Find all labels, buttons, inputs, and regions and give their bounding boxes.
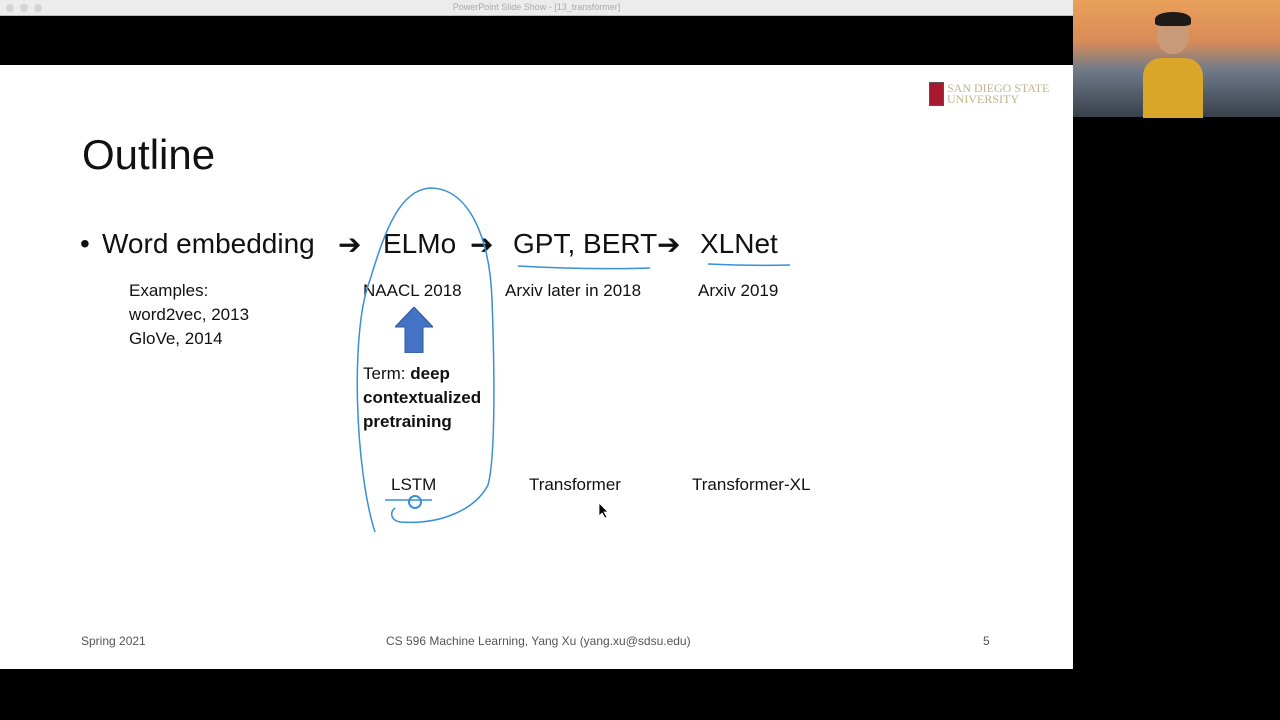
bullet: • [80,228,90,259]
close-button[interactable] [6,4,14,12]
chain-elmo: ELMo [383,228,457,259]
examples-label: Examples: [129,281,209,300]
chain-gpt-bert: GPT, BERT [513,228,658,259]
term-deep: deep [410,364,450,383]
term-pretraining: pretraining [363,412,452,431]
chain-xlnet: XLNet [700,228,778,259]
term-label: Term: [363,364,411,383]
venue-xlnet: Arxiv 2019 [698,281,779,300]
mouse-cursor-icon [598,502,609,519]
arch-transformer: Transformer [529,475,621,494]
arrow-icon: ➔ [470,229,494,260]
term-text: Term: deep contextualized pretraining [363,362,481,434]
arrow-icon: ➔ [657,229,681,260]
webcam-video [1073,0,1280,118]
annotation-underline-gpt-bert [517,265,651,270]
minimize-button[interactable] [20,4,28,12]
footer-course: CS 596 Machine Learning, Yang Xu (yang.x… [386,634,691,648]
annotation-underline-xlnet [707,263,791,267]
example-glove: GloVe, 2014 [129,329,223,348]
venue-elmo: NAACL 2018 [363,281,462,300]
zoom-button[interactable] [34,4,42,12]
window-title: PowerPoint Slide Show - [13_transformer] [452,2,621,12]
example-word2vec: word2vec, 2013 [129,305,250,324]
sdsu-logo: San Diego StateUniversity [929,82,1049,106]
window-titlebar: PowerPoint Slide Show - [13_transformer] [0,0,1073,16]
annotation-ellipse [356,187,495,533]
annotation-scribble [408,495,422,509]
logo-line-1: San Diego State [947,81,1050,95]
pen-annotations [356,187,791,533]
chain-word-embedding: Word embedding [102,228,315,259]
slide-title: Outline [82,131,216,178]
footer-page-number: 5 [983,634,990,648]
slide: San Diego StateUniversity Outline • Word… [0,65,1073,669]
venue-gpt-bert: Arxiv later in 2018 [505,281,642,300]
up-arrow-icon [395,307,433,353]
arch-transformer-xl: Transformer-XL [692,475,811,494]
presenter-video [1143,12,1203,118]
footer-date: Spring 2021 [81,634,146,648]
arch-lstm: LSTM [391,475,437,494]
term-contextualized: contextualized [363,388,482,407]
logo-line-2: University [947,92,1019,106]
arrow-icon: ➔ [338,229,362,260]
sdsu-logo-icon [929,82,944,106]
